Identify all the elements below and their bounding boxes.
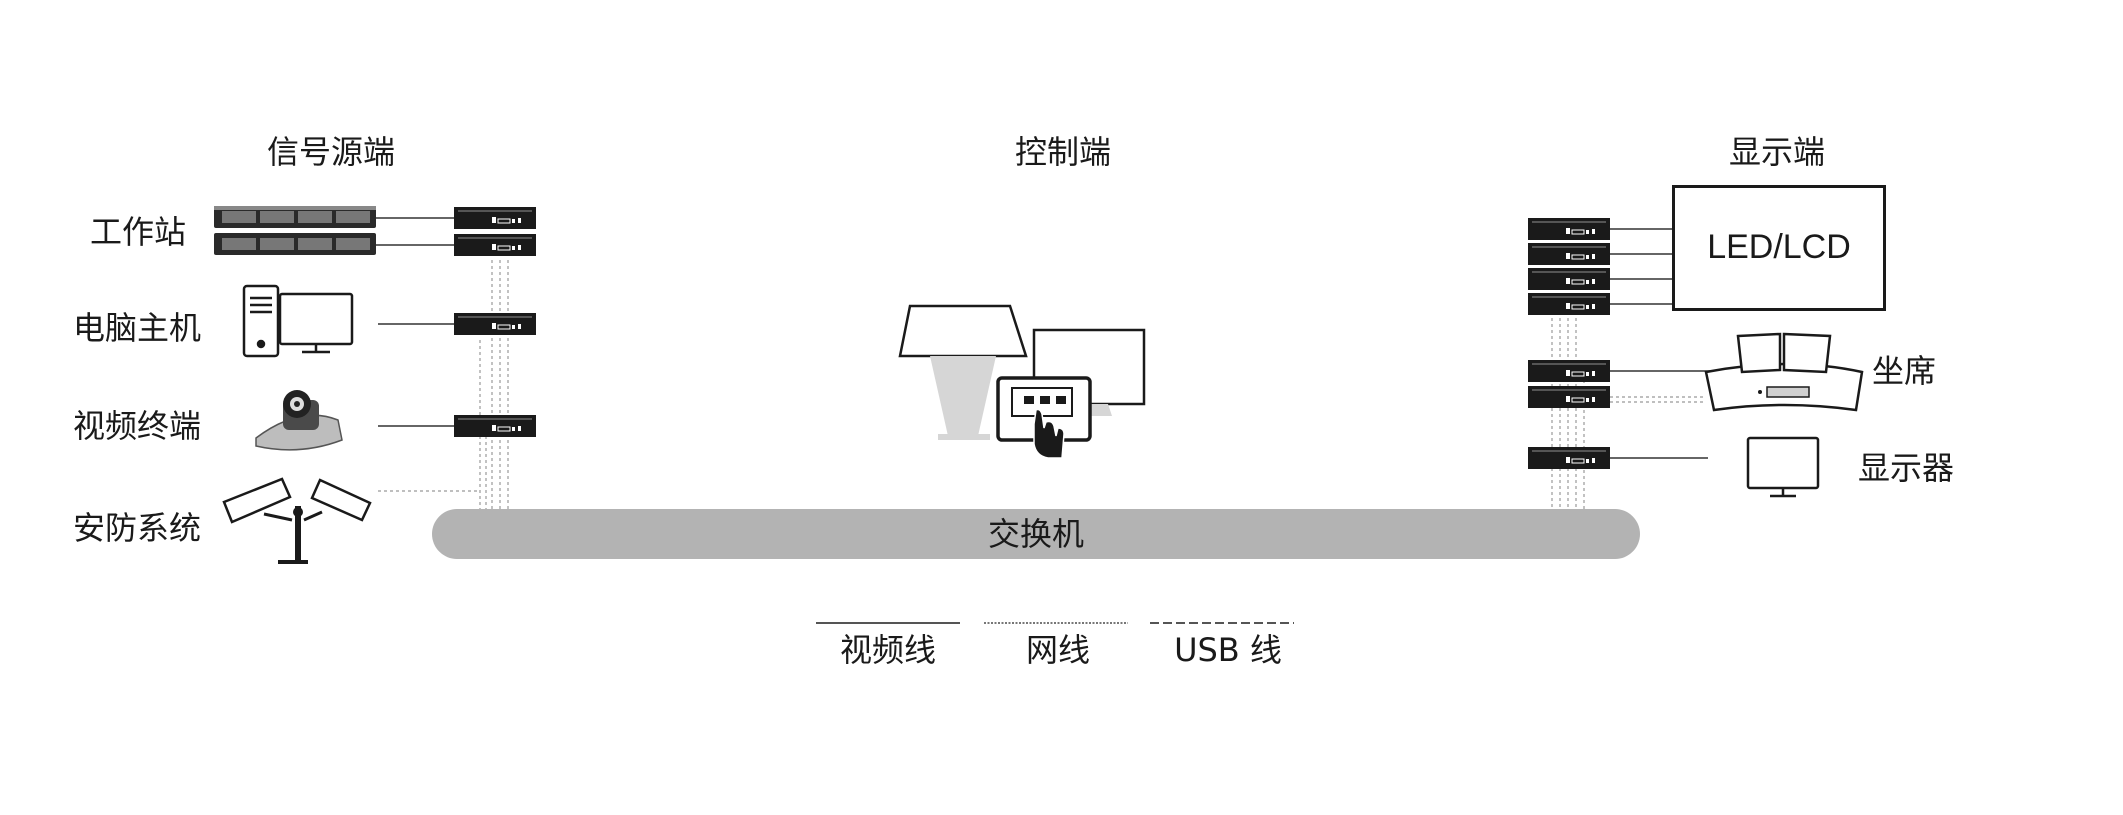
led-lcd-label: LED/LCD bbox=[1707, 228, 1851, 266]
control-console-icon bbox=[898, 304, 1146, 459]
switch-label: 交换机 bbox=[987, 515, 1084, 553]
legend-label-network-cable: 网线 bbox=[1025, 631, 1091, 669]
kvm-extender-icon bbox=[453, 206, 537, 438]
source-network-bundle bbox=[491, 260, 509, 510]
operator-seat-icon bbox=[1704, 332, 1864, 412]
security-camera-icon bbox=[222, 477, 372, 564]
network-switch: 交换机 bbox=[432, 509, 1640, 559]
source-label-pc-host: 电脑主机 bbox=[73, 309, 202, 347]
output-label-seat: 坐席 bbox=[1872, 352, 1937, 390]
source-label-video-terminal: 视频终端 bbox=[73, 407, 202, 445]
kvm-extender-icon bbox=[1527, 217, 1611, 470]
source-label-security-system: 安防系统 bbox=[73, 509, 202, 547]
server-rack-icon bbox=[214, 206, 376, 255]
section-title-control: 控制端 bbox=[1014, 133, 1112, 171]
section-title-source: 信号源端 bbox=[266, 133, 396, 171]
legend-label-video-cable: 视频线 bbox=[839, 631, 937, 669]
section-title-display: 显示端 bbox=[1728, 133, 1826, 171]
output-label-monitor: 显示器 bbox=[1858, 449, 1955, 487]
desktop-computer-icon bbox=[242, 284, 354, 358]
led-lcd-screen: LED/LCD bbox=[1672, 185, 1886, 311]
video-conference-camera-icon bbox=[255, 390, 343, 451]
monitor-icon bbox=[1746, 436, 1820, 498]
legend-label-usb-cable: USB 线 bbox=[1174, 631, 1282, 669]
source-label-workstation: 工作站 bbox=[90, 213, 187, 251]
